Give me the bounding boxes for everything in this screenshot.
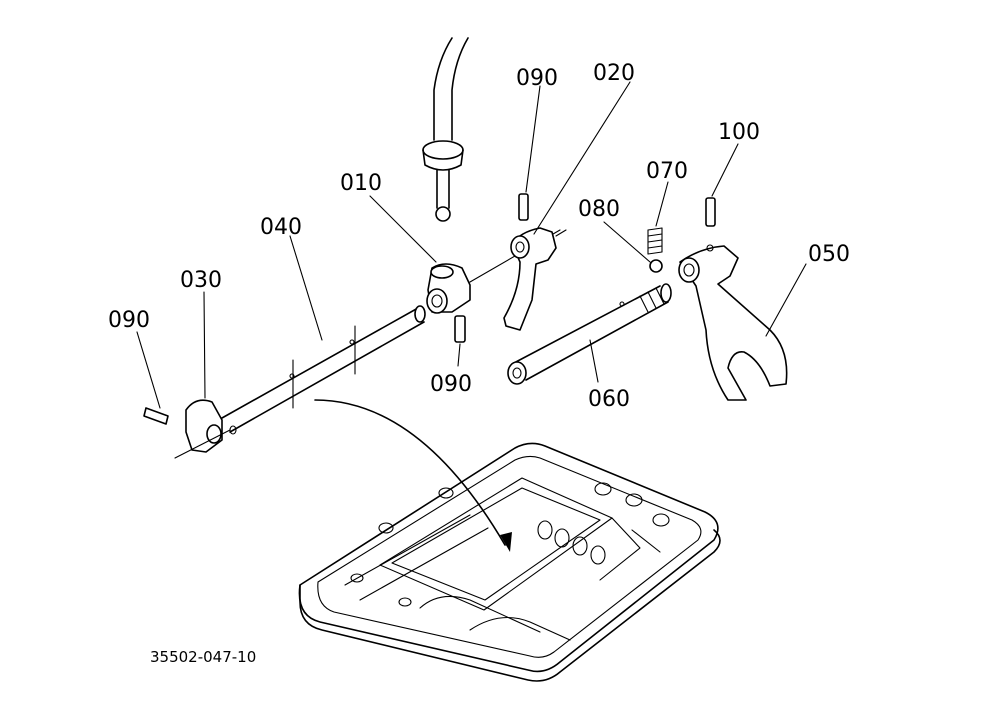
end-block-030: [174, 399, 237, 459]
spring-pin-100: [705, 197, 716, 227]
callout-050: 050: [808, 242, 850, 267]
shift-rod-040: [221, 305, 426, 433]
callout-100: 100: [718, 120, 760, 145]
shift-block-010: [426, 229, 561, 314]
shift-arm-020: [503, 227, 567, 331]
detent-spring-070: [647, 227, 663, 255]
detent-ball-080: [649, 259, 663, 273]
callout-090-top: 090: [516, 66, 558, 91]
shift-lever: [422, 37, 469, 222]
callout-010: 010: [340, 171, 382, 196]
spring-pin-top: [518, 193, 529, 221]
callout-030: 030: [180, 268, 222, 293]
callout-020: 020: [593, 61, 635, 86]
spring-pin-left: [143, 407, 169, 425]
callout-labels: 010 020 030 040 050 060 070 080 090 090 …: [108, 61, 850, 412]
callout-040: 040: [260, 215, 302, 240]
callout-060: 060: [588, 387, 630, 412]
callout-090-mid: 090: [430, 372, 472, 397]
housing-cover-plate: [298, 442, 721, 682]
shift-rod-060: [507, 283, 672, 385]
drawing-code: 35502-047-10: [150, 648, 256, 666]
callout-080: 080: [578, 197, 620, 222]
assembly-arrow: [314, 399, 512, 552]
leader-lines: [136, 81, 807, 409]
callout-090-left: 090: [108, 308, 150, 333]
spring-pin-mid: [454, 315, 466, 343]
callout-070: 070: [646, 159, 688, 184]
shift-fork-050: [678, 244, 788, 401]
